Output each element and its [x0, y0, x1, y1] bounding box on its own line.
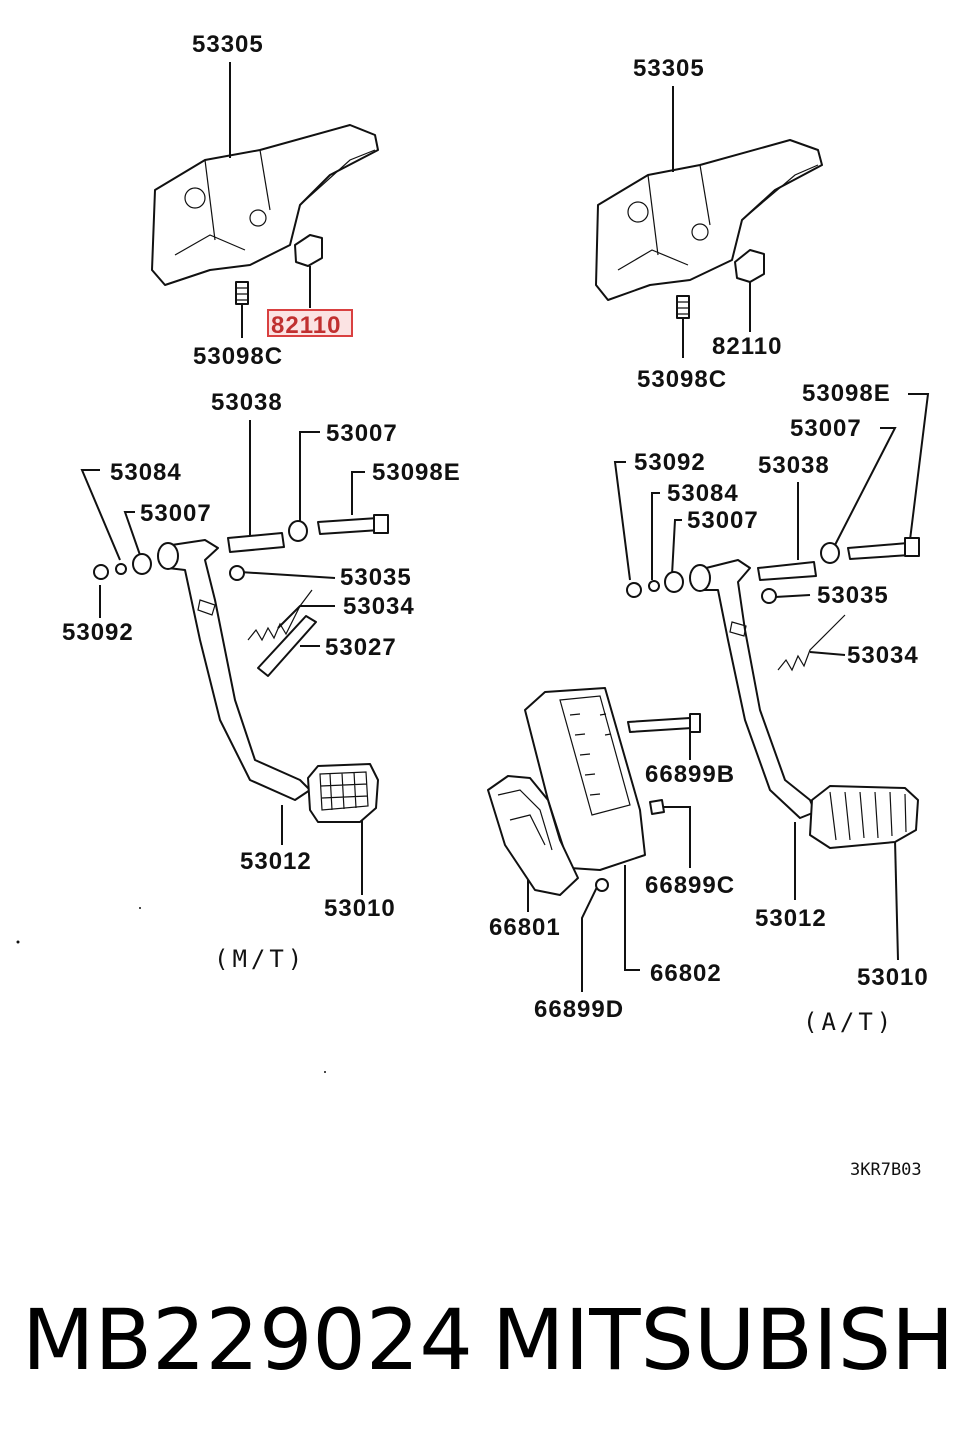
label-at-53098c: 53098C: [637, 366, 727, 393]
label-at-53305: 53305: [633, 55, 705, 82]
mt-spring: [247, 589, 317, 677]
at-pedal: [689, 559, 919, 849]
label-mt-82110: 82110: [271, 312, 341, 339]
label-at-53007-top: 53007: [790, 415, 862, 442]
label-at-53035: 53035: [817, 582, 889, 609]
label-at-66899c: 66899C: [645, 872, 735, 899]
mt-bolt-53098c: [235, 281, 249, 305]
highlight-box: [267, 309, 353, 337]
label-mt-53007-top: 53007: [326, 420, 398, 447]
label-mt-53034: 53034: [343, 593, 415, 620]
label-mt-53007-left: 53007: [140, 500, 212, 527]
part-number: MB229024: [22, 1291, 473, 1389]
label-mt-53305: 53305: [192, 31, 264, 58]
caption-mt: (M/T): [214, 945, 306, 973]
at-bushings: [626, 537, 920, 604]
label-mt-53010: 53010: [324, 895, 396, 922]
label-at-53092: 53092: [634, 449, 706, 476]
label-mt-53098c: 53098C: [193, 343, 283, 370]
footer: MB229024 MITSUBISHI: [0, 1290, 960, 1400]
label-at-53007-mid: 53007: [687, 507, 759, 534]
mt-pedal: [157, 539, 379, 823]
mt-bracket: [151, 124, 379, 286]
label-at-53098e: 53098E: [802, 380, 891, 407]
label-mt-53038: 53038: [211, 389, 283, 416]
label-at-66801: 66801: [489, 914, 561, 941]
label-mt-53098e: 53098E: [372, 459, 461, 486]
mt-assembly: [80, 62, 389, 895]
label-at-82110: 82110: [712, 333, 782, 360]
mt-bushings: [93, 514, 389, 581]
at-assembly: [487, 86, 930, 992]
at-spring: [777, 614, 846, 672]
label-at-53010: 53010: [857, 964, 929, 991]
at-bolt-53098c: [676, 295, 690, 319]
label-mt-53027: 53027: [325, 634, 397, 661]
at-pedal-sensor: [487, 687, 701, 896]
label-at-53084: 53084: [667, 480, 739, 507]
drawing-code: 3KR7B03: [850, 1160, 922, 1180]
label-at-66899d: 66899D: [534, 996, 624, 1023]
label-mt-53084: 53084: [110, 459, 182, 486]
caption-at: (A/T): [803, 1008, 895, 1036]
brand-name: MITSUBISHI: [492, 1291, 960, 1389]
label-at-66802: 66802: [650, 960, 722, 987]
at-bracket: [595, 139, 823, 301]
label-mt-53035: 53035: [340, 564, 412, 591]
label-at-53034: 53034: [847, 642, 919, 669]
label-at-53012: 53012: [755, 905, 827, 932]
label-at-66899b: 66899B: [645, 761, 735, 788]
label-mt-53092: 53092: [62, 619, 134, 646]
label-mt-53012: 53012: [240, 848, 312, 875]
label-at-53038: 53038: [758, 452, 830, 479]
